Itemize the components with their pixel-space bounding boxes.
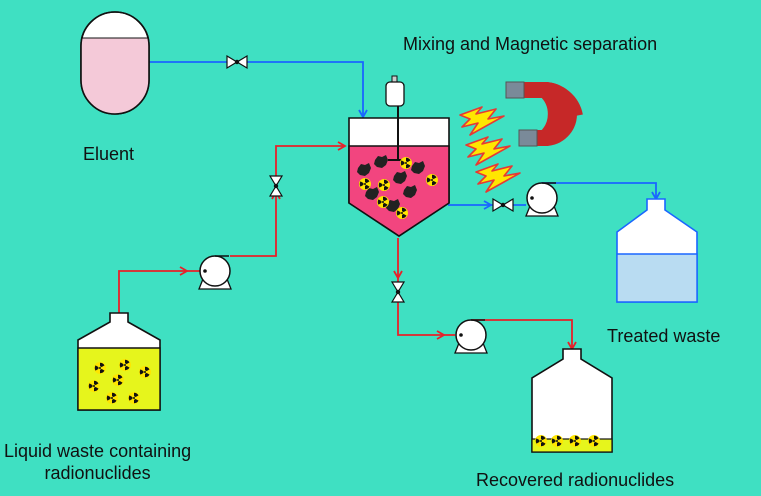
liquid-waste-label-line2: radionuclides (44, 462, 151, 483)
treated-waste-label: Treated waste (607, 326, 721, 346)
liquid-waste-tank (77, 312, 161, 411)
treated-pipe-upper (541, 182, 657, 198)
recovered-pipe-upper (471, 319, 573, 348)
eluent-tank (80, 11, 150, 115)
waste-feed-pipe (118, 270, 214, 313)
eluent-label: Eluent (83, 144, 135, 164)
recovered-radionuclides-label: Recovered radionuclides (476, 470, 675, 490)
mixing-reactor (348, 75, 450, 237)
waste-feed-pipe-upper (230, 145, 344, 257)
recovered-pipe (397, 238, 455, 336)
recovered-radionuclides-tank (531, 348, 613, 453)
treated-waste-tank (616, 198, 698, 303)
magnet-icon (505, 81, 583, 147)
mixing-separation-label: Mixing and Magnetic separation (403, 34, 658, 54)
liquid-waste-label: Liquid waste containing radionuclides (4, 441, 191, 484)
eluent-pipe (148, 61, 364, 116)
liquid-waste-label-line1: Liquid waste containing (4, 441, 192, 461)
